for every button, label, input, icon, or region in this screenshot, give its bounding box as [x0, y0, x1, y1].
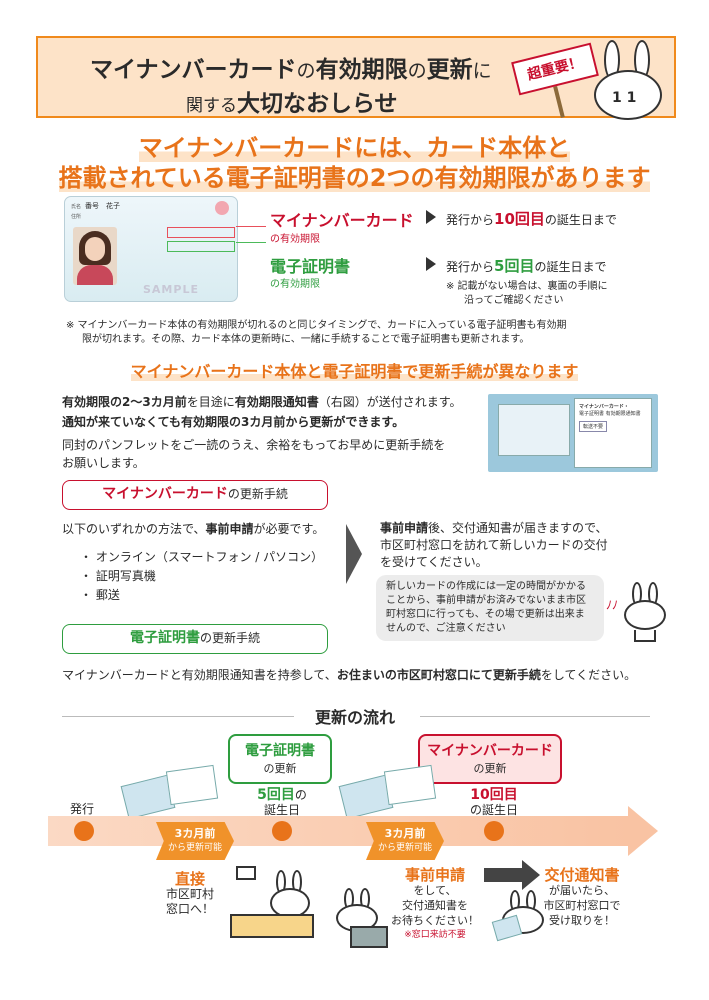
envelope-back [498, 404, 570, 456]
cert-expiry-highlight [167, 241, 235, 252]
timeline-arrowhead [628, 806, 658, 856]
methods-list: ・ オンライン（スマートフォン / パソコン） ・ 証明写真機 ・ 郵送 [80, 548, 323, 605]
timeline-dot [484, 821, 504, 841]
mynumber-card-image: 氏名 番号 花子 住所 SAMPLE [64, 196, 238, 302]
card-photo [73, 227, 117, 285]
notify-flow-text: 交付通知書 が届いたら、 市区町村窓口で 受け取りを！ [543, 866, 621, 928]
pc-rabbit-icon [334, 888, 390, 950]
flow-arrow [484, 868, 524, 882]
counter-rabbit-icon [230, 864, 320, 944]
card-expiry-sub: の有効期限 [270, 234, 320, 245]
notice-line2: 通知が来ていなくても有効期限の3カ月前から更新ができます。 [62, 415, 405, 429]
card-expiry-title: マイナンバーカード [270, 211, 414, 230]
method-item: ・ 証明写真機 [80, 569, 156, 583]
card-connector [236, 226, 266, 227]
arrow-right-icon [426, 210, 436, 224]
sync-note-line1: ※ マイナンバーカード本体の有効期限が切れるのと同じタイミングで、カードに入って… [66, 320, 567, 331]
rabbit-mascot-icon: 1 1 [592, 40, 672, 120]
sync-note-line2: 限が切れます。その際、カード本体の更新時に、一緒に手続することで電子証明書も更新… [82, 334, 530, 345]
three-month-pill: 3カ月前 から更新可能 [366, 822, 444, 860]
flow-card-box: マイナンバーカード の更新 [418, 734, 562, 784]
caution-bubble [376, 575, 604, 641]
method-item: ・ 郵送 [80, 588, 120, 602]
notice-line3: 同封のパンフレットをご一読のうえ、余裕をもってお早めに更新手続を [62, 438, 446, 452]
cert-procedure-desc: マイナンバーカードと有効期限通知書を持参して、お住まいの市区町村窓口にて更新手続… [62, 668, 637, 682]
cert-expiry-note-1: ※ 記載がない場合は、裏面の手順に [446, 281, 608, 292]
sub-headline: マイナンバーカード本体と電子証明書で更新手続が異なります [130, 362, 579, 381]
timeline-bar [48, 816, 628, 846]
headline-line1: マイナンバーカードには、カード本体と [138, 134, 571, 162]
notice-line1: 有効期限の2～3カ月前を目途に有効期限通知書（右図）が送付されます。 [62, 395, 462, 409]
headline-line2: 搭載されている電子証明書の2つの有効期限があります [58, 164, 651, 192]
sweat-icon: ﾉﾉ [606, 598, 619, 612]
flow-start-label: 発行 [70, 802, 95, 816]
card-birthday: 10回目 の誕生日 [469, 787, 518, 818]
divider [420, 716, 650, 717]
divider [62, 716, 294, 717]
cert-expiry-title: 電子証明書 [270, 257, 351, 276]
notice-doc-icon [165, 764, 219, 806]
card-seal-icon [215, 201, 229, 215]
chevron-right-icon [346, 524, 362, 584]
flow-title: 更新の流れ [314, 708, 395, 727]
notice-rabbit-icon [491, 890, 550, 950]
cert-procedure-title: 電子証明書の更新手続 [62, 624, 328, 654]
cert-expiry-note-2: 沿ってご確認ください [464, 295, 564, 306]
preapply-required: 以下のいずれかの方法で、事前申請が必要です。 [62, 522, 325, 536]
envelope-front: マイナンバーカード・ 電子証明書 有効期限通知書 転送不要 [574, 398, 652, 468]
direct-window-text: 直接 市区町村 窓口へ！ [165, 870, 214, 917]
timeline-dot [74, 821, 94, 841]
header-title-line1: マイナンバーカードの有効期限の更新に [90, 57, 492, 83]
timeline-dot [272, 821, 292, 841]
after-preapply-text: 事前申請後、交付通知書が届きますので、 市区町村窓口を訪れて新しいカードの交付 … [380, 521, 608, 569]
card-expiry-highlight [167, 227, 235, 238]
header-title-line2: 関する大切なおしらせ [186, 91, 398, 117]
cert-expiry-sub: の有効期限 [270, 279, 320, 290]
notice-line4: お願いします。 [62, 456, 145, 470]
cert-connector [236, 242, 266, 243]
flow-cert-box: 電子証明書 の更新 [228, 734, 332, 784]
worried-rabbit-icon [620, 582, 670, 642]
arrow-right-icon [426, 257, 436, 271]
caution-text: 新しいカードの作成には一定の時間がかかる ことから、事前申請がお済みでないまま市… [386, 581, 586, 634]
notice-doc-icon [383, 764, 437, 806]
cert-birthday: 5回目の 誕生日 [257, 787, 307, 818]
preapply-flow-text: 事前申請 をして、 交付通知書を お待ちください！ ※窓口来訪不要 [391, 866, 479, 941]
cert-expiry-desc: 発行から5回目の誕生日まで [446, 257, 607, 275]
method-item: ・ オンライン（スマートフォン / パソコン） [80, 550, 324, 564]
card-expiry-desc: 発行から10回目の誕生日まで [446, 210, 617, 228]
three-month-pill: 3カ月前 から更新可能 [156, 822, 234, 860]
arrow-right-icon [522, 860, 540, 890]
card-procedure-title: マイナンバーカードの更新手続 [62, 480, 328, 510]
